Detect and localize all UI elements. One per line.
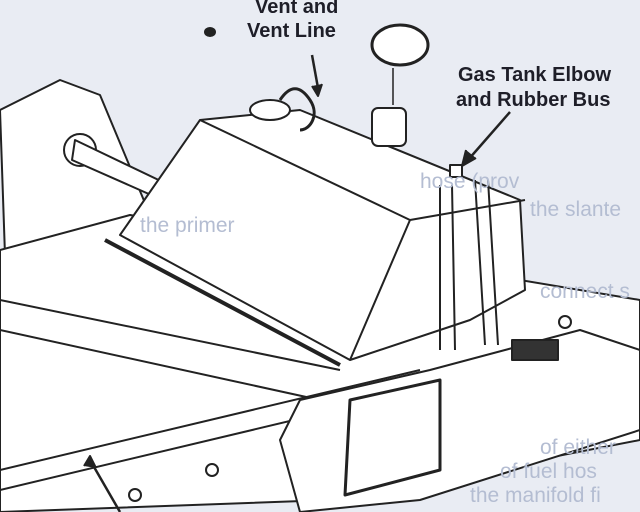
vent-arrow — [310, 54, 320, 89]
elbow-label-line2: and Rubber Bus — [456, 89, 611, 111]
tank-seam — [104, 238, 341, 367]
shroud-opening — [343, 378, 442, 497]
deck-lines — [0, 299, 421, 491]
plate — [511, 339, 559, 361]
elbow-label-line1: Gas Tank Elbow — [458, 64, 611, 86]
shroud — [279, 329, 640, 512]
elbow-arrow — [467, 111, 511, 161]
tank-edges — [199, 119, 526, 361]
lower-arrow — [88, 459, 122, 512]
bolt-hole — [558, 315, 572, 329]
fuel-tubes — [439, 179, 499, 351]
bolt-hole — [205, 463, 219, 477]
elbow-arrowhead — [461, 149, 477, 167]
vent-arrowhead — [311, 83, 323, 97]
vent-line — [278, 87, 316, 132]
small-washer — [204, 27, 216, 37]
gas-cap — [370, 23, 430, 67]
engine-bracket — [0, 79, 151, 256]
vent-label-line2: Vent Line — [247, 20, 336, 42]
filler-neck — [371, 107, 407, 147]
vent-loop — [249, 99, 291, 121]
gas-tank — [119, 109, 526, 361]
bolt-hole — [128, 488, 142, 502]
lower-arrowhead — [83, 455, 97, 469]
tank-elbow — [449, 164, 463, 178]
vent-label-line1: Vent and — [255, 0, 339, 18]
